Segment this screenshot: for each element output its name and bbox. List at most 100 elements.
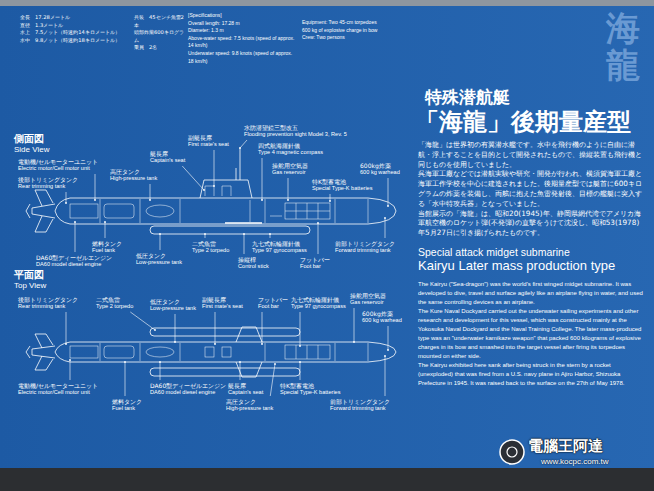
leader-line <box>240 362 241 380</box>
spec-cell: 600 kg of explosive charge in bow <box>302 27 394 35</box>
callout: フットバーFoot bar <box>258 296 288 310</box>
leader-line <box>388 326 389 350</box>
english-heading: Special attack midget submarine <box>418 246 570 258</box>
part-name: Special Type-K batteries <box>280 389 341 396</box>
callout: 高圧タンクHigh-pressure tank <box>226 398 273 412</box>
part-name: 600kg炸薬 <box>360 162 400 169</box>
leader-dot <box>74 221 76 223</box>
part-name: 九七式転輪羅針儀 <box>291 296 346 303</box>
paragraph: The Kairyu exhibited here sank after bei… <box>418 361 644 388</box>
part-name: 二式魚雷 <box>192 240 229 247</box>
callout: 後部トリミングタンクRear trimming tank <box>18 176 78 190</box>
leader-dot <box>243 233 245 235</box>
part-name: Captain's seat <box>228 389 263 396</box>
leader-dot <box>204 233 206 235</box>
leader-dot <box>287 199 289 201</box>
paragraph: The Kure Naval Dockyard carried out the … <box>418 307 644 361</box>
spec-cell: Crew: Two persons <box>302 34 394 42</box>
callout: 艇長席Captain's seat <box>150 150 185 164</box>
part-name: 燃料タンク <box>112 398 142 405</box>
leader-dot <box>269 233 271 235</box>
leader-line <box>105 222 106 238</box>
leader-dot <box>384 355 386 357</box>
part-name: Control stick <box>238 263 269 270</box>
english-heading: Kairyu Later mass production type <box>418 258 615 273</box>
spec-cell: 水上 7.5ノット（時速約14キロメートル） <box>20 29 132 37</box>
leader-line <box>205 234 206 238</box>
part-name: 低圧タンク <box>150 298 196 305</box>
view-heading: 側面図 <box>14 132 44 146</box>
part-name: Rear trimming tank <box>18 303 78 310</box>
callout: 副艇長席First mate's seat <box>202 296 243 310</box>
part-name: First mate's seat <box>202 303 243 310</box>
leader-dot <box>65 202 67 204</box>
part-name: Gas reservoir <box>272 169 308 176</box>
part-name: 九七式転輪羅針儀 <box>252 240 307 247</box>
part-name: 副艇長席 <box>188 134 229 141</box>
part-name: 低圧タンク <box>136 252 182 259</box>
leader-line <box>385 356 386 396</box>
leader-line <box>95 174 96 200</box>
paragraph: 「海龍」は世界初の有翼潜水艦です。水中を飛行機のように自由に潜航・浮上することを… <box>418 140 642 169</box>
part-name: Flooding prevention sight Model 3, Rev. … <box>244 131 347 138</box>
leader-dot <box>387 349 389 351</box>
part-name: 特K型蓄電池 <box>312 178 373 185</box>
callout: 電動機/セルモーターユニットElectric motor/Cell motor … <box>18 382 98 396</box>
part-name: フットバー <box>300 256 330 263</box>
part-name: Type 97 gyrocompass <box>291 303 346 310</box>
part-name: First mate's seat <box>188 141 229 148</box>
callout: 前部トリミングタンクForward trimming tank <box>335 240 395 254</box>
callout: 副艇長席First mate's seat <box>188 134 229 148</box>
part-name: 四式航海羅針儀 <box>258 142 323 149</box>
spec-cell: 全長 17.28メートル <box>20 14 132 22</box>
spec-cell: Diameter: 1.3 m <box>188 27 298 35</box>
spec-cell: Overall length: 17.28 m <box>188 20 298 28</box>
title: 「海龍」後期量産型 <box>415 106 631 138</box>
part-name: Type 97 gyrocompass <box>252 247 307 254</box>
callout: 燃料タンクFuel tank <box>92 240 122 254</box>
leader-line <box>330 194 331 201</box>
part-name: DA60 model diesel engine <box>150 389 226 396</box>
part-name: 後部トリミングタンク <box>18 296 78 303</box>
part-name: Rear trimming tank <box>18 183 78 190</box>
leader-line <box>75 222 76 252</box>
view-heading: Side View <box>14 145 49 154</box>
leader-dot <box>159 233 161 235</box>
leader-dot <box>213 185 215 187</box>
paragraph: The Kairyu ("Sea-dragon") was the world'… <box>418 280 644 307</box>
part-name: 二式魚雷 <box>96 296 133 303</box>
leader-dot <box>159 361 161 363</box>
view-heading: 平面図 <box>14 268 44 282</box>
spec-cell: 兵装 45センチ魚雷2本 <box>134 14 186 29</box>
spec-cell: 水中 9.8ノット（時速約18キロメートル） <box>20 37 132 45</box>
callout: 操舵用空気器Gas reservoir <box>350 292 386 306</box>
text-column: The Kairyu ("Sea-dragon") was the world'… <box>418 280 644 388</box>
leader-line <box>244 234 245 254</box>
leader-line <box>240 140 247 148</box>
part-name: 電動機/セルモーターユニット <box>18 158 98 165</box>
part-name: Electric motor/Cell motor unit <box>18 389 98 396</box>
callout: 二式魚雷Type 2 torpedo <box>96 296 133 310</box>
leader-dot <box>149 199 151 201</box>
callout: 四式航海羅針儀Type 4 magnetic compass <box>258 142 323 156</box>
watermark-logo <box>500 440 524 464</box>
leader-line <box>66 192 67 203</box>
callout: 二式魚雷Type 2 torpedo <box>192 240 229 254</box>
leader-line <box>182 166 204 190</box>
callout: フットバーFoot bar <box>300 256 330 270</box>
view-heading: Top View <box>14 281 46 290</box>
part-name: Type 2 torpedo <box>96 303 133 310</box>
leader-line <box>125 362 126 396</box>
leader-line <box>70 360 71 380</box>
spec-cell: 頭部炸薬600キログラム <box>134 29 186 44</box>
part-name: 操舵用空気器 <box>272 162 308 169</box>
part-name: Fuel tank <box>92 247 122 254</box>
part-name: Electric motor/Cell motor unit <box>18 165 98 172</box>
callout: 特K型蓄電池Special Type-K batteries <box>280 382 341 396</box>
part-name: フットバー <box>258 296 288 303</box>
part-name: 600 kg warhead <box>362 317 402 324</box>
callout: 九七式転輪羅針儀Type 97 gyrocompass <box>252 240 307 254</box>
callout: 低圧タンクLow-pressure tank <box>136 252 182 266</box>
leader-dot <box>261 343 263 345</box>
part-name: 操舵用空気器 <box>350 292 386 299</box>
